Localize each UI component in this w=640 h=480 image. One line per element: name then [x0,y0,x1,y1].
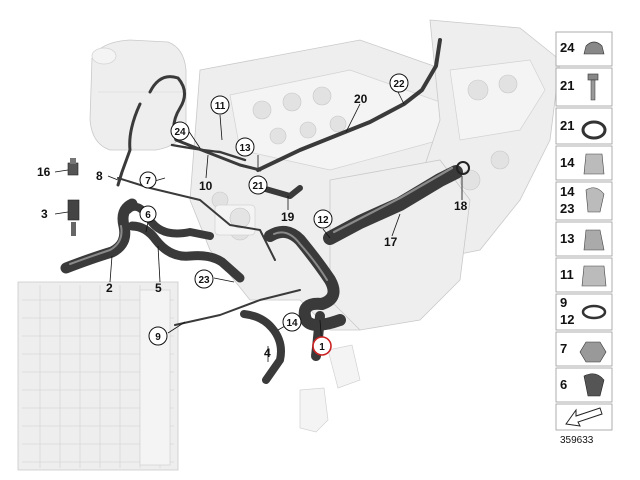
side-item-21-ring: 21 [555,107,613,145]
svg-text:13: 13 [239,143,251,154]
sensor-16 [67,158,79,176]
svg-text:14: 14 [560,184,575,199]
callout-4: 4 [264,346,271,360]
side-item-11: 11 [555,257,613,293]
pipe-19 [259,185,303,199]
callout-11: 11 [210,95,230,115]
callout-19: 19 [281,210,295,224]
arrow-icon [565,407,603,427]
svg-text:6: 6 [145,210,151,221]
callout-1: 1 [312,336,332,356]
background-components [17,19,561,471]
callout-10: 10 [199,179,213,193]
callout-23: 23 [194,269,214,289]
svg-text:7: 7 [560,341,567,356]
lower-bracket [299,344,361,433]
callouts: 16 3 8 2 5 10 19 4 17 18 20 24 11 13 7 [37,73,468,360]
callout-14: 14 [282,312,302,332]
svg-text:9: 9 [560,295,567,310]
svg-text:24: 24 [560,40,575,55]
side-item-7: 7 [555,331,613,367]
hose-5 [127,221,245,283]
hose-1 [264,225,346,331]
sensor-3 [67,199,80,236]
side-item-24: 24 [555,31,613,67]
callout-9: 9 [148,326,168,346]
callout-3: 3 [41,207,48,221]
svg-text:24: 24 [174,127,186,138]
svg-text:23: 23 [198,275,210,286]
svg-text:12: 12 [560,312,574,327]
callout-13: 13 [235,137,255,157]
callout-18: 18 [454,199,468,213]
callout-5: 5 [155,281,162,295]
seal-ring-18 [456,161,470,175]
svg-text:9: 9 [155,332,161,343]
callout-21: 21 [248,175,268,195]
callout-16: 16 [37,165,51,179]
svg-text:12: 12 [317,215,329,226]
side-item-6: 6 [555,367,613,403]
callout-24: 24 [170,121,190,141]
svg-text:22: 22 [393,79,405,90]
callout-8: 8 [96,169,103,183]
callout-17: 17 [384,235,398,249]
callout-20: 20 [354,92,368,106]
svg-text:7: 7 [145,176,151,187]
svg-text:21: 21 [252,181,264,192]
svg-text:21: 21 [560,118,574,133]
svg-text:14: 14 [560,155,575,170]
svg-text:23: 23 [560,201,574,216]
svg-text:21: 21 [560,78,574,93]
side-item-14: 14 [555,145,613,181]
side-item-arrow [555,403,613,431]
callout-2: 2 [106,281,113,295]
hose-17 [323,165,463,245]
callout-6: 6 [139,205,157,223]
svg-text:13: 13 [560,231,574,246]
svg-text:1: 1 [319,342,325,353]
callout-22: 22 [389,73,409,93]
side-item-13: 13 [555,221,613,257]
radiator [17,281,179,471]
svg-text:11: 11 [560,267,574,282]
parts-side-panel: 24 21 21 14 14 23 13 [555,31,613,446]
reference-number: 359633 [560,435,594,446]
side-item-21-bolt: 21 [555,67,613,107]
hose-4 [240,310,285,384]
side-item-14-23: 14 23 [555,181,613,221]
hose-2 [60,198,138,274]
tank-outlet-line [116,102,142,187]
callout-12: 12 [313,209,333,229]
pipe-9 [174,289,301,326]
callout-7: 7 [139,171,157,189]
line-10 [170,143,247,162]
svg-text:6: 6 [560,377,567,392]
svg-text:11: 11 [215,101,226,112]
side-item-9-12: 9 12 [555,293,613,331]
svg-text:14: 14 [286,318,298,329]
